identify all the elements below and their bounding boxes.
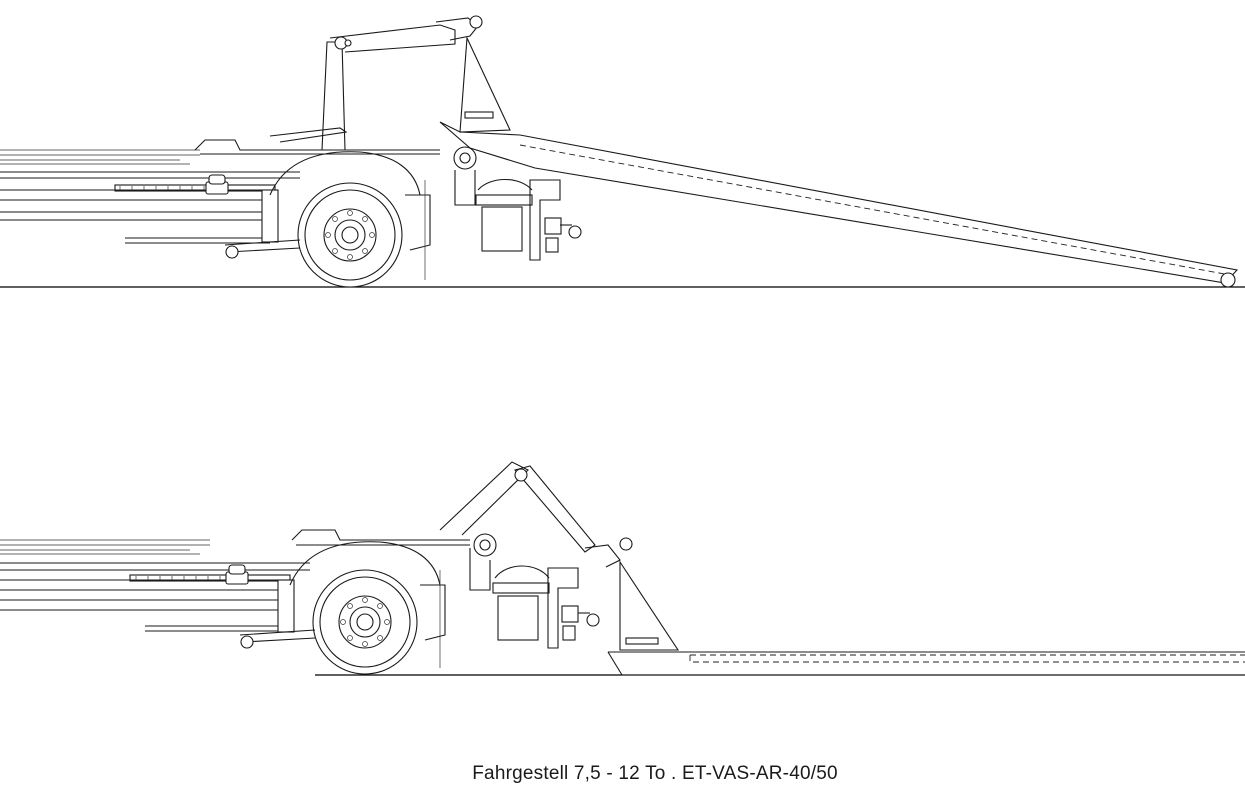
chassis-frame xyxy=(0,149,300,244)
tipping-roller xyxy=(453,146,477,206)
view-set-down xyxy=(0,461,1245,676)
rear-wheel-lower xyxy=(312,569,418,675)
filler-cap-lower xyxy=(225,564,249,585)
container-set-down xyxy=(607,560,1245,676)
hook-arm xyxy=(269,15,483,151)
drawing-caption: Fahrgestell 7,5 - 12 To . ET-VAS-AR-40/5… xyxy=(472,763,838,784)
container-tipped xyxy=(439,35,1239,288)
chassis-frame-lower xyxy=(0,539,310,633)
fender-lower xyxy=(289,541,441,586)
storage-box-lower xyxy=(492,565,550,641)
tipping-roller-lower xyxy=(469,533,497,591)
filler-cap xyxy=(205,174,229,195)
rear-wheel xyxy=(297,182,403,288)
storage-box xyxy=(475,179,533,252)
fender xyxy=(269,151,421,196)
view-tipped xyxy=(0,15,1245,288)
hook-arm-lower xyxy=(439,461,633,568)
tow-coupling xyxy=(529,179,582,261)
tow-coupling-lower xyxy=(547,567,600,649)
